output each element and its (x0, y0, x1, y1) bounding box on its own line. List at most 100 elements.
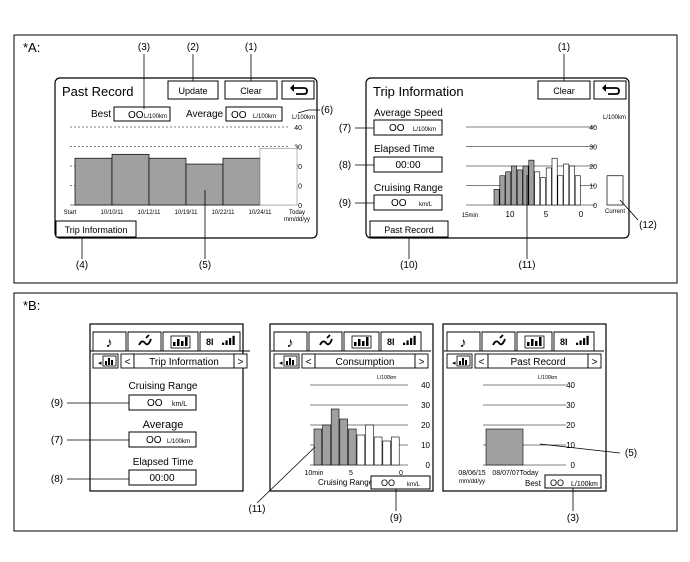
bluetooth-icon: 8I (560, 337, 568, 347)
update-button[interactable]: Update (167, 80, 219, 100)
bar-chart-icon (354, 342, 357, 346)
bar-chart-icon (181, 341, 184, 346)
bar-chart-icon (462, 358, 464, 365)
bar (111, 153, 150, 206)
panel-b-label: *B: (23, 298, 40, 313)
best-unit: L/100km (571, 481, 598, 488)
tab (343, 331, 380, 351)
best-value: OO (550, 478, 564, 488)
cruising-range-unit: km/L (419, 202, 433, 208)
cruising-range-unit: km/L (407, 482, 421, 488)
bar-chart-icon-frame (283, 355, 298, 367)
x-tick-label: 10/10/11 (101, 210, 125, 216)
bar (528, 159, 535, 206)
nav-title: Past Record (510, 357, 565, 368)
bar (522, 165, 529, 206)
bar (505, 171, 512, 206)
left-arrow-icon: ◂ (98, 360, 102, 367)
elapsed-time-value: 00:00 (395, 160, 420, 171)
callout-8: (8) (51, 474, 63, 485)
tab (199, 331, 241, 351)
chevron-left-icon: < (479, 357, 485, 368)
bar-chart-icon (292, 360, 294, 365)
y-tick-label: 0 (426, 461, 431, 470)
unit-label: L/100km (377, 375, 396, 381)
date-format-label: mm/dd/yy (284, 217, 310, 223)
x-tick-label: 0 (579, 210, 584, 219)
y-tick-label: 0 (571, 461, 576, 470)
bar (74, 157, 113, 206)
panel-a-callouts: (3) (2) (1) (6) (4) (5) (1) (7) (8) (9) … (76, 42, 657, 271)
consumption-mini-screen: ♪8I ◂<Consumption> L/100km 40302010010mi… (269, 323, 434, 492)
bar-chart-icon (535, 341, 538, 346)
bar (148, 157, 187, 206)
y-tick-label: 30 (421, 401, 430, 410)
eco-leaf-icon (492, 334, 506, 346)
past-record-screen: Past Record Update Clear Best OO L/100km… (54, 77, 318, 239)
bar (485, 428, 524, 466)
y-tick-label: 10 (421, 441, 430, 450)
eco-leaf-icon (319, 334, 333, 346)
callout-11: (11) (518, 260, 535, 271)
bar (516, 169, 523, 206)
cruising-range-value: OO (391, 198, 407, 209)
clear-button-label: Clear (240, 86, 262, 96)
nav-title: Trip Information (149, 357, 219, 368)
signal-bars-icon (583, 338, 586, 345)
cruising-range-value: OO (147, 398, 163, 409)
unit-label: L/100km (538, 375, 557, 381)
y-tick-label: 30 (566, 401, 575, 410)
callout-2: (2) (187, 42, 199, 53)
tab (516, 331, 553, 351)
bar-chart-icon-frame (102, 355, 117, 367)
clear-button[interactable]: Clear (537, 80, 591, 100)
cruising-range-value-box (128, 394, 197, 411)
panel-b-frame (13, 292, 678, 532)
average-value-box (225, 106, 283, 122)
average-speed-value-box (373, 119, 443, 136)
x-tick-label: Start (64, 210, 77, 216)
y-tick-label: 20 (589, 164, 597, 171)
back-button[interactable] (281, 80, 315, 100)
back-button[interactable] (593, 80, 627, 100)
x-tick-label: 10/19/11 (175, 210, 199, 216)
trip-information-title: Trip Information (373, 84, 464, 99)
trip-information-button-label: Trip Information (65, 225, 128, 235)
signal-bars-icon (406, 340, 409, 345)
clear-button[interactable]: Clear (224, 80, 278, 100)
cruising-range-label: Cruising Range (374, 183, 443, 194)
current-label: Current (605, 209, 625, 215)
y-tick-label: 10 (294, 184, 302, 191)
past-record-button-label: Past Record (384, 225, 434, 235)
best-label: Best (91, 109, 111, 120)
signal-bars-icon (232, 335, 235, 345)
past-record-button[interactable]: Past Record (369, 220, 449, 238)
average-value: OO (146, 435, 162, 446)
x-tick-label: Today (289, 210, 305, 216)
callout-9: (9) (51, 398, 63, 409)
signal-bars-icon (413, 335, 416, 345)
tab (446, 331, 481, 351)
bar (330, 408, 340, 466)
bar (557, 175, 564, 206)
average-speed-unit: L/100km (413, 127, 436, 133)
cruising-range-label: Cruising Range (129, 381, 198, 392)
x-tick-label: 08/06/15 (458, 470, 485, 477)
bar-chart-icon (465, 360, 467, 365)
music-note-icon: ♪ (106, 334, 113, 350)
bar-chart-icon-frame (351, 335, 372, 349)
bar (569, 165, 575, 206)
chevron-right-icon: > (419, 357, 425, 368)
average-value: OO (231, 110, 247, 121)
tab (273, 331, 308, 351)
elapsed-time-value-box (128, 469, 197, 486)
bar-chart-icon (366, 337, 369, 346)
best-value: OO (128, 110, 144, 121)
trip-information-button[interactable]: Trip Information (55, 220, 137, 238)
best-unit: L/100km (144, 114, 167, 120)
bar-chart-icon (358, 339, 361, 346)
bar (551, 157, 558, 206)
callout-9: (9) (339, 198, 351, 209)
y-tick-label: 10 (566, 441, 575, 450)
